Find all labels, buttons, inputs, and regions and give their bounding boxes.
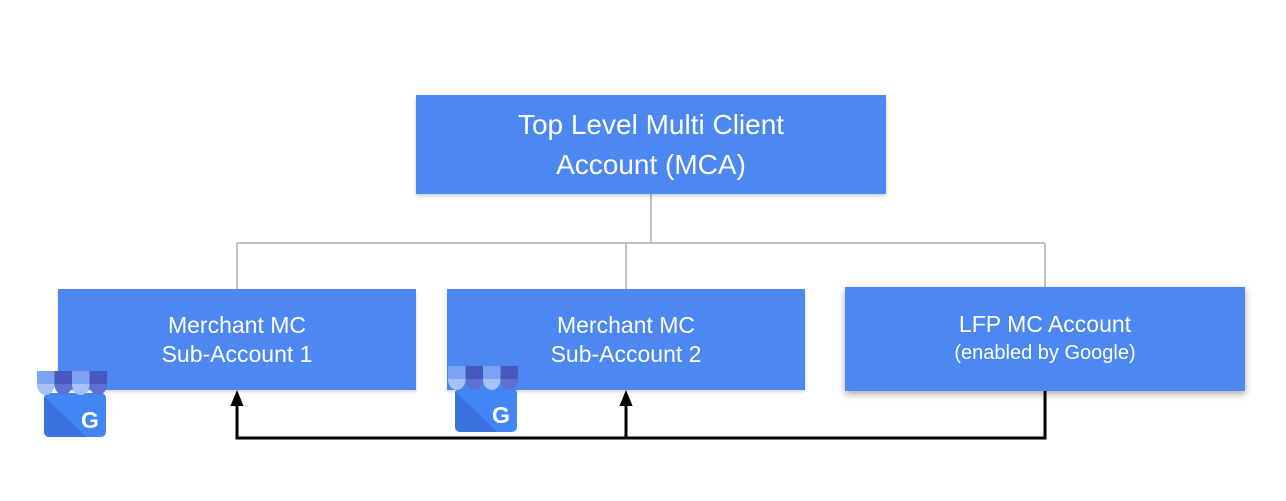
node-label-line: Sub-Account 1 [161, 340, 313, 367]
node-label-line: Sub-Account 2 [550, 340, 702, 367]
awning-scallop [448, 379, 466, 390]
lfp-feed-line [235, 391, 1047, 440]
node-label-line: (enabled by Google) [954, 342, 1136, 364]
node-label-line: LFP MC Account [958, 311, 1132, 337]
google-my-business-icon: G [37, 371, 107, 437]
awning-scallop [37, 384, 55, 395]
awning-scallop [72, 384, 90, 395]
g-letter: G [492, 402, 510, 428]
g-letter: G [81, 407, 99, 433]
google-my-business-icon: G [448, 366, 518, 432]
node-top-level-mca: Top Level Multi Client Account (MCA) [416, 95, 886, 194]
node-label-line: Top Level Multi Client [517, 108, 785, 140]
arrowhead-sub1 [230, 390, 244, 406]
node-label-line: Merchant MC [556, 311, 696, 338]
awning-scallop [465, 379, 483, 390]
awning-scallop [483, 379, 501, 390]
storefront-body-shade [44, 396, 86, 437]
arrowhead-sub2 [619, 390, 633, 406]
awning-scallop [54, 384, 72, 395]
awning-scallop [500, 379, 518, 390]
node-label-line: Account (MCA) [556, 148, 746, 180]
storefront-body-shade [455, 391, 497, 432]
node-label-line: Merchant MC [167, 311, 307, 338]
awning-scallop [89, 384, 107, 395]
node-merchant-sub-account-1: Merchant MC Sub-Account 1 [58, 289, 416, 390]
node-lfp-mc-account: LFP MC Account (enabled by Google) [845, 287, 1245, 391]
tree-connector [236, 194, 1046, 290]
